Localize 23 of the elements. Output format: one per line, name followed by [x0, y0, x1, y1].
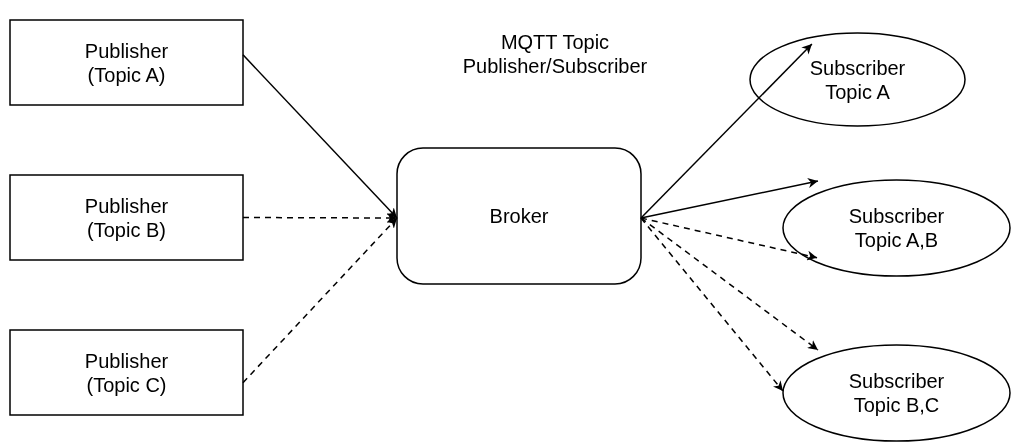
node-label: Publisher (Topic A): [83, 38, 170, 87]
arrow: [242, 217, 398, 384]
publisher-box: [9, 19, 244, 106]
node-label: Subscriber Topic B,C: [847, 369, 946, 417]
diagram-title: MQTT Topic Publisher/Subscriber: [461, 30, 649, 78]
publisher-box: [9, 329, 244, 416]
arrow: [242, 213, 398, 223]
subscriber-ellipse: [749, 32, 966, 127]
node-label: Subscriber Topic A: [808, 55, 907, 104]
node-label: Publisher (Topic C): [83, 348, 170, 397]
subscriber-ellipse: [782, 344, 1011, 442]
broker-box: [396, 147, 642, 285]
arrow: [640, 43, 813, 219]
arrow: [242, 54, 398, 219]
node-label: Subscriber Topic A,B: [847, 204, 946, 252]
node-label: Publisher (Topic B): [83, 193, 170, 242]
arrow: [640, 217, 784, 392]
publisher-box: [9, 174, 244, 261]
arrow: [640, 217, 819, 351]
node-label: Broker: [488, 204, 550, 228]
subscriber-ellipse: [782, 179, 1011, 277]
arrow: [640, 217, 818, 261]
arrow: [640, 178, 819, 219]
